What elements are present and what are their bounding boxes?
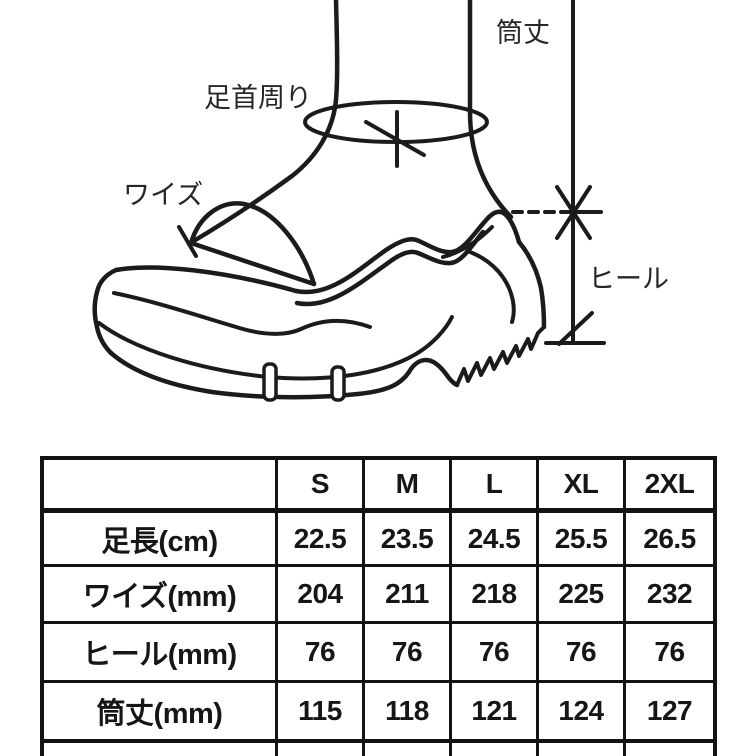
label-shaft-height: 筒丈 [496,18,550,48]
label-heel: ヒール [588,264,669,294]
table-row-shaft: 筒丈(mm) 115 118 121 124 127 [44,683,713,743]
spec-value-cell: 115 [278,683,365,739]
midsole-sweep-line [97,315,454,381]
spec-value-cell: 121 [452,683,539,739]
tread-slot-left [262,362,278,402]
wise-girth-chord [188,240,317,287]
heel-back-outline [516,239,547,330]
spec-value-cell [452,743,539,756]
heel-overlay-line [468,250,516,324]
spec-label-cell: 足長(cm) [44,513,278,564]
table-row-heel: ヒール(mm) 76 76 76 76 76 [44,624,713,683]
size-header-cell-2xl: 2XL [644,468,695,499]
upper-wave-inner-line [294,229,486,307]
spec-label-cell [44,743,278,756]
sneaker-drawing: 筒丈 足首周り ワイズ ヒール [92,0,669,402]
spec-value-cell [365,743,452,756]
spec-value-cell: 23.5 [365,513,452,564]
size-header-cell-l: L [452,460,539,508]
spec-value-cell: 76 [278,624,365,680]
spec-value-cell: 225 [539,567,626,621]
spec-label-cell: 筒丈(mm) [44,683,278,739]
spec-label-cell: ワイズ(mm) [44,567,278,621]
spec-value-cell: 76 [654,636,685,667]
collar-band-line [441,225,494,259]
table-row-cutoff [44,743,713,756]
heel-top-cross-tick-2 [555,185,592,240]
spec-value-cell: 124 [539,683,626,739]
toe-cap-line [112,291,372,336]
spec-value-cell: 26.5 [643,522,696,554]
sole-bottom-outline [108,350,460,400]
spec-value-cell [626,743,713,756]
spec-label-cell: ヒール(mm) [44,624,278,680]
spec-value-cell: 204 [278,567,365,621]
size-spec-table: S M L XL 2XL 足長(cm) 22.5 23.5 24.5 25.5 … [40,456,717,756]
spec-value-cell: 76 [539,624,626,680]
table-header-row: S M L XL 2XL [44,460,713,513]
spec-value-cell: 127 [646,695,693,726]
label-width-girth: ワイズ [123,180,203,210]
spec-value-cell [278,743,365,756]
sock-right-outline [467,0,514,220]
spec-value-cell: 24.5 [452,513,539,564]
corner-cell [44,460,278,508]
spec-value-cell: 76 [452,624,539,680]
table-row-width: ワイズ(mm) 204 211 218 225 232 [44,567,713,624]
spec-value-cell: 25.5 [539,513,626,564]
toe-front-edge [92,267,119,356]
size-header-cell-xl: XL [539,460,626,508]
spec-value-cell: 232 [646,578,693,609]
spec-value-cell: 22.5 [278,513,365,564]
wise-tick [177,225,198,258]
measurement-diagram: 筒丈 足首周り ワイズ ヒール [92,0,669,402]
ankle-tick-diagonal [364,120,426,157]
wise-girth-arc [188,201,317,287]
size-header-cell-m: M [365,460,452,508]
spec-value-cell: 218 [452,567,539,621]
toe-top-line [113,265,299,294]
spec-value-cell: 211 [365,567,452,621]
table-row-foot-length: 足長(cm) 22.5 23.5 24.5 25.5 26.5 [44,513,713,567]
spec-value-cell [539,743,626,756]
upper-wave-line [293,209,522,295]
sole-baseline-tick [557,311,594,346]
spec-value-cell: 76 [365,624,452,680]
size-header-cell-s: S [278,460,365,508]
sock-left-outline [189,0,340,245]
spec-value-cell: 118 [365,683,452,739]
heel-tread-zigzag [455,325,546,387]
tread-slot-right [330,365,346,402]
label-ankle-circumference: 足首周り [204,83,312,113]
